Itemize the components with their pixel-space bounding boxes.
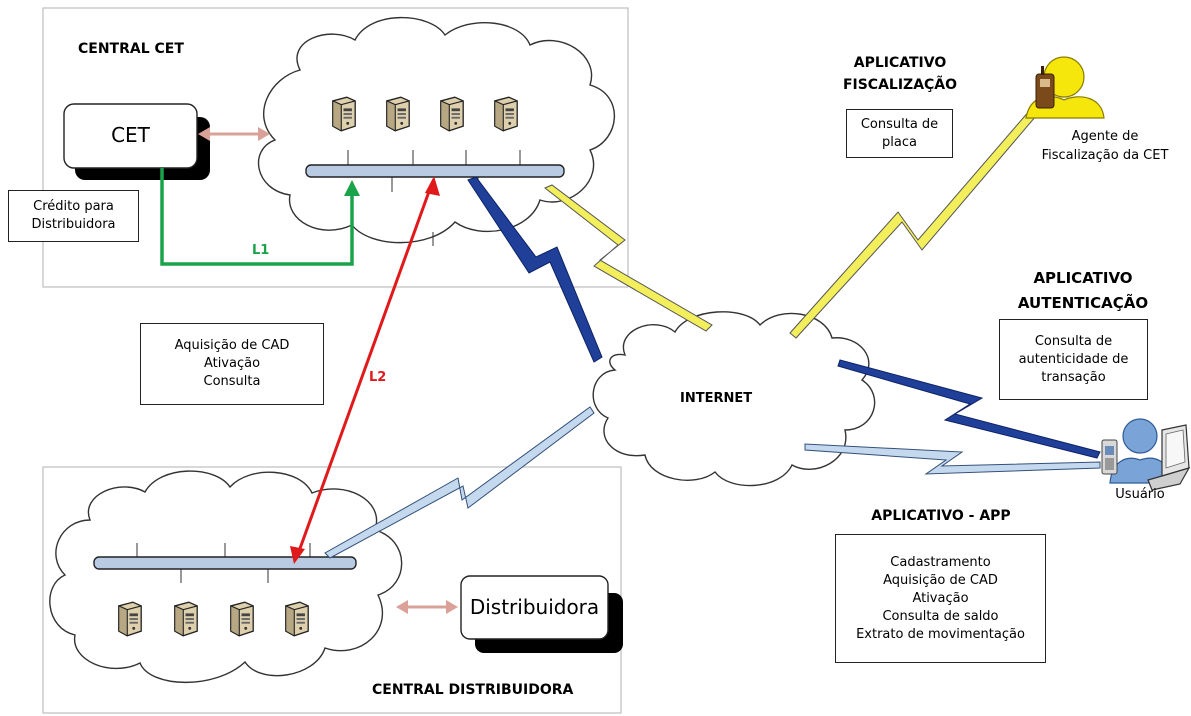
lightning-bolt-icon — [467, 176, 603, 363]
server-icon — [174, 601, 198, 637]
link-l2-label: L2 — [369, 370, 387, 385]
server-icon — [386, 96, 410, 132]
fiscalizacao-note: Consulta de placa — [846, 109, 953, 158]
server-icon — [285, 601, 309, 637]
cet-cloud-link-arrow — [198, 127, 270, 141]
app-features-note: Cadastramento Aquisição de CAD Ativação … — [835, 534, 1046, 663]
cet-bus — [305, 150, 565, 246]
central-cet-frame — [42, 7, 629, 288]
agente-label: Agente de Fiscalização da CET — [1041, 129, 1169, 163]
distribuidora-cloud-link-arrow — [396, 600, 458, 614]
app-autenticacao-title: APLICATIVO AUTENTICAÇÃO — [1017, 269, 1149, 312]
cet-cloud — [257, 16, 616, 244]
cet-box — [63, 103, 198, 169]
server-icon — [118, 601, 142, 637]
central-distribuidora-frame — [42, 466, 622, 714]
central-cet-title: CENTRAL CET — [78, 41, 184, 57]
laptop-icon — [1147, 424, 1191, 491]
link-l1-label: L1 — [252, 243, 270, 258]
server-icon — [332, 96, 356, 132]
usuario-label: Usuário — [1115, 487, 1165, 502]
credit-note: Crédito para Distribuidora — [8, 190, 139, 242]
internet-label: INTERNET — [680, 391, 753, 406]
app-title: APLICATIVO - APP — [871, 508, 1011, 524]
link-l2 — [290, 176, 440, 564]
distribuidora-bus — [93, 543, 357, 583]
user-with-phone-icon — [1025, 56, 1105, 119]
user-with-phone-icon — [1101, 418, 1171, 484]
server-icon — [230, 601, 254, 637]
distribuidora-cloud — [49, 470, 403, 684]
lightning-bolt-icon — [544, 184, 713, 332]
link-l1 — [160, 168, 360, 266]
internet-cloud — [592, 311, 876, 487]
l2-operations-note: Aquisição de CAD Ativação Consulta — [140, 323, 324, 405]
lightning-bolt-icon — [324, 406, 595, 559]
distribuidora-label: Distribuidora — [469, 595, 600, 619]
server-icon — [494, 96, 518, 132]
lightning-bolt-icon — [837, 359, 1101, 459]
lightning-bolt-icon — [804, 443, 1101, 475]
server-icon — [440, 96, 464, 132]
central-distribuidora-title: CENTRAL DISTRIBUIDORA — [372, 682, 574, 698]
app-fiscalizacao-title: APLICATIVO FISCALIZAÇÃO — [842, 55, 958, 93]
cet-label: CET — [111, 123, 150, 147]
distribuidora-box — [460, 575, 609, 640]
autenticacao-note: Consulta de autenticidade de transação — [999, 319, 1148, 400]
